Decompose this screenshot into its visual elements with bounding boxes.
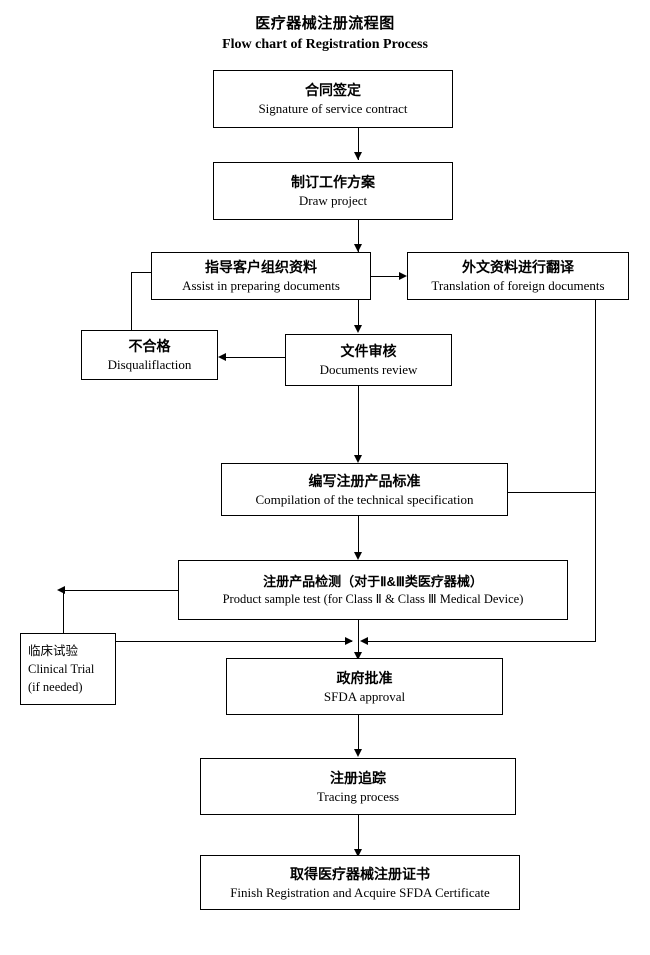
edge-disqualify-assist-vertical (131, 272, 132, 330)
edge-sampletest-clinical-horizontal (63, 590, 179, 591)
edge-clinical-sfda-arrow (345, 636, 353, 645)
edge-review-spec-arrow (353, 455, 362, 463)
edge-rail-spec-horizontal (508, 492, 596, 493)
chart-title-block: 医疗器械注册流程图 Flow chart of Registration Pro… (0, 14, 650, 55)
edge-rail-sfda-horizontal (366, 641, 596, 642)
node-finish-registration[interactable]: 取得医疗器械注册证书 Finish Registration and Acqui… (200, 855, 520, 910)
node-draw-project-label-cn: 制订工作方案 (291, 174, 375, 190)
chart-title-chinese: 医疗器械注册流程图 (255, 15, 395, 32)
edge-disqualify-assist-horizontal (131, 272, 151, 273)
node-clinical-trial-label-en: Clinical Trial (28, 662, 95, 676)
edge-review-disqualify-arrow (218, 352, 226, 361)
node-product-sample-test-label-cn: 注册产品检测（对于Ⅱ&Ⅲ类医疗器械） (263, 574, 483, 589)
edge-clinical-sfda-horizontal (116, 641, 352, 642)
node-contract-label-cn: 合同签定 (305, 82, 361, 98)
node-sfda-approval-label-cn: 政府批准 (336, 669, 393, 686)
node-finish-registration-label-en: Finish Registration and Acquire SFDA Cer… (230, 884, 490, 900)
edge-project-assist-line (358, 220, 359, 252)
edge-project-assist-arrow (353, 244, 362, 252)
node-clinical-trial[interactable]: 临床试验 Clinical Trial (if needed) (20, 633, 116, 705)
edge-contract-project-arrow (353, 152, 362, 160)
edge-tracing-finish-arrow (353, 849, 362, 857)
chart-title-english: Flow chart of Registration Process (222, 37, 428, 52)
node-translate-documents[interactable]: 外文资料进行翻译 Translation of foreign document… (407, 252, 629, 300)
edge-tracing-finish-line (358, 815, 359, 853)
edge-sampletest-clinical-vertical (63, 590, 64, 633)
edge-review-spec-line (358, 386, 359, 458)
node-technical-specification-label-en: Compilation of the technical specificati… (255, 491, 474, 507)
edge-junction-sfda-line (358, 641, 359, 658)
node-technical-specification-label-cn: 编写注册产品标准 (308, 472, 421, 489)
node-product-sample-test-label-en: Product sample test (for Class Ⅱ & Class… (222, 592, 524, 606)
node-contract[interactable]: 合同签定 Signature of service contract (213, 70, 453, 128)
edge-assist-review-arrow (353, 325, 362, 333)
edge-spec-sampletest-line (358, 516, 359, 556)
edge-translate-rail-vertical (595, 300, 596, 642)
node-product-sample-test[interactable]: 注册产品检测（对于Ⅱ&Ⅲ类医疗器械） Product sample test (… (178, 560, 568, 620)
node-sfda-approval-label-en: SFDA approval (323, 688, 406, 704)
node-disqualification-label-cn: 不合格 (128, 338, 171, 354)
edge-assist-translate-arrow (399, 271, 407, 280)
node-documents-review[interactable]: 文件审核 Documents review (285, 334, 452, 386)
node-clinical-trial-label-cn: 临床试验 (28, 644, 79, 658)
node-tracing-process-label-en: Tracing process (316, 788, 400, 804)
edge-sampletest-clinical-arrow (57, 585, 65, 594)
edge-sfda-tracing-arrow (353, 749, 362, 757)
edge-assist-translate-line (371, 276, 405, 277)
node-assist-documents-label-cn: 指导客户组织资料 (205, 259, 317, 275)
node-technical-specification[interactable]: 编写注册产品标准 Compilation of the technical sp… (221, 463, 508, 516)
node-translate-documents-label-en: Translation of foreign documents (431, 278, 605, 293)
edge-junction-sfda-arrow (353, 652, 362, 660)
node-assist-documents-label-en: Assist in preparing documents (182, 278, 340, 293)
node-translate-documents-label-cn: 外文资料进行翻译 (462, 259, 574, 275)
edge-sfda-tracing-line (358, 715, 359, 753)
node-assist-documents[interactable]: 指导客户组织资料 Assist in preparing documents (151, 252, 371, 300)
node-draw-project[interactable]: 制订工作方案 Draw project (213, 162, 453, 220)
node-disqualification[interactable]: 不合格 Disqualiflaction (81, 330, 218, 380)
edge-rail-sfda-arrow (360, 636, 368, 645)
edge-contract-project-line (358, 128, 359, 160)
node-sfda-approval[interactable]: 政府批准 SFDA approval (226, 658, 503, 715)
node-clinical-trial-label-note: (if needed) (28, 680, 83, 694)
node-tracing-process[interactable]: 注册追踪 Tracing process (200, 758, 516, 815)
node-finish-registration-label-cn: 取得医疗器械注册证书 (290, 865, 430, 882)
node-contract-label-en: Signature of service contract (258, 101, 408, 116)
edge-assist-review-line (358, 300, 359, 328)
node-draw-project-label-en: Draw project (298, 193, 368, 208)
node-documents-review-label-en: Documents review (319, 362, 418, 377)
edge-sampletest-sfda-line (358, 620, 359, 642)
node-documents-review-label-cn: 文件审核 (340, 343, 397, 359)
edge-review-disqualify-line (225, 357, 285, 358)
node-disqualification-label-en: Disqualiflaction (107, 357, 192, 372)
edge-spec-sampletest-arrow (353, 552, 362, 560)
node-tracing-process-label-cn: 注册追踪 (330, 769, 386, 786)
